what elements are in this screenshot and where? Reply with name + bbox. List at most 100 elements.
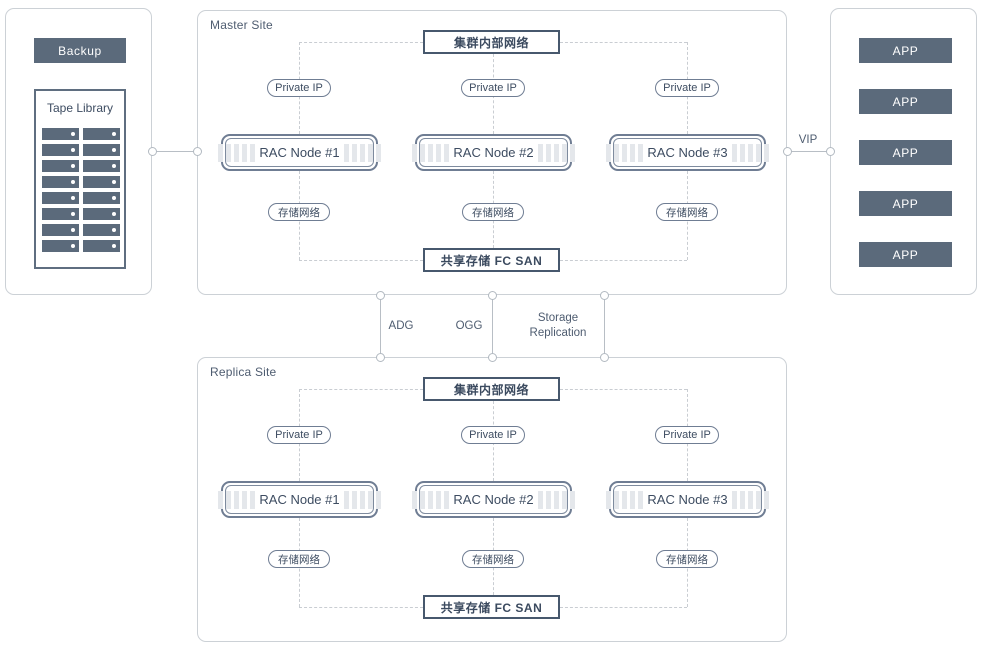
storage-network-label: 存储网络	[472, 553, 514, 566]
rac-node-chassis: RAC Node #3	[606, 485, 769, 514]
private-ip-pill: Private IP	[655, 426, 719, 444]
private-ip-pill: Private IP	[461, 426, 525, 444]
app-box: APP	[859, 140, 952, 165]
tape-slot-led-icon	[112, 148, 116, 152]
storage-network-label: 存储网络	[666, 553, 708, 566]
storage-replication-label: Storage Replication	[529, 312, 587, 339]
app-box: APP	[859, 242, 952, 267]
dashed-line	[299, 389, 423, 390]
server-vents-icon	[218, 143, 256, 162]
backup-link-line	[152, 151, 197, 152]
tape-slot-led-icon	[112, 180, 116, 184]
app-label: APP	[892, 43, 919, 58]
server-vents-icon	[731, 143, 769, 162]
backup-box: Backup	[34, 38, 126, 63]
tape-slot	[42, 128, 79, 140]
rac-node: RAC Node #2	[412, 134, 575, 171]
storage-network-pill: 存储网络	[268, 203, 330, 221]
app-box: APP	[859, 89, 952, 114]
tape-slot	[83, 192, 120, 204]
master-site-title: Master Site	[210, 18, 273, 32]
rac-node-chassis: RAC Node #1	[218, 485, 381, 514]
rac-node-label: RAC Node #3	[647, 145, 728, 160]
tape-slot-led-icon	[112, 164, 116, 168]
tape-slot	[42, 208, 79, 220]
app-label: APP	[892, 145, 919, 160]
tape-slot	[42, 224, 79, 236]
storage-network-label: 存储网络	[278, 206, 320, 219]
rac-node: RAC Node #3	[606, 134, 769, 171]
storage-network-pill: 存储网络	[462, 550, 524, 568]
private-ip-pill: Private IP	[461, 79, 525, 97]
server-vents-icon	[218, 490, 256, 509]
rac-node-chassis: RAC Node #2	[412, 485, 575, 514]
server-vents-icon	[731, 490, 769, 509]
tape-slot	[83, 128, 120, 140]
connector-node	[488, 353, 497, 362]
shared-storage-label: 共享存储 FC SAN	[440, 253, 543, 268]
private-ip-label: Private IP	[663, 82, 711, 94]
connector-node	[826, 147, 835, 156]
connector-node	[600, 353, 609, 362]
shared-storage-label: 共享存储 FC SAN	[440, 600, 543, 615]
tape-slot-led-icon	[71, 228, 75, 232]
storage-network-pill: 存储网络	[656, 550, 718, 568]
tape-slot-led-icon	[71, 164, 75, 168]
connector-node	[783, 147, 792, 156]
storage-network-pill: 存储网络	[462, 203, 524, 221]
private-ip-pill: Private IP	[267, 426, 331, 444]
server-vents-icon	[606, 490, 644, 509]
vip-label: VIP	[798, 134, 818, 146]
tape-slot-led-icon	[112, 212, 116, 216]
rac-node: RAC Node #2	[412, 481, 575, 518]
tape-slot	[83, 176, 120, 188]
tape-slot-led-icon	[71, 212, 75, 216]
private-ip-label: Private IP	[275, 82, 323, 94]
cluster-network-label: 集群内部网络	[453, 382, 529, 397]
shared-storage-box: 共享存储 FC SAN	[423, 248, 560, 272]
rac-node-label: RAC Node #1	[259, 145, 340, 160]
tape-slot-led-icon	[71, 148, 75, 152]
master-site-panel: Master Site 集群内部网络 Private IP Private IP…	[197, 10, 787, 295]
adg-label: ADG	[388, 320, 414, 332]
tape-slot-led-icon	[71, 244, 75, 248]
tape-slot	[83, 208, 120, 220]
tape-slot	[42, 176, 79, 188]
storage-replication-link-line	[604, 295, 605, 357]
rac-node-chassis: RAC Node #1	[218, 138, 381, 167]
private-ip-pill: Private IP	[655, 79, 719, 97]
tape-slot-led-icon	[71, 132, 75, 136]
app-label: APP	[892, 247, 919, 262]
dashed-line	[299, 607, 423, 608]
storage-network-label: 存储网络	[278, 553, 320, 566]
storage-network-pill: 存储网络	[268, 550, 330, 568]
backup-panel: Backup Tape Library	[5, 8, 152, 295]
dashed-line	[299, 42, 423, 43]
tape-slot-led-icon	[112, 132, 116, 136]
private-ip-pill: Private IP	[267, 79, 331, 97]
connector-node	[488, 291, 497, 300]
backup-label: Backup	[58, 43, 102, 58]
server-vents-icon	[412, 490, 450, 509]
private-ip-label: Private IP	[469, 429, 517, 441]
dashed-line	[560, 389, 687, 390]
storage-network-pill: 存储网络	[656, 203, 718, 221]
rac-node-label: RAC Node #2	[453, 145, 534, 160]
ogg-label: OGG	[455, 320, 483, 332]
connector-node	[600, 291, 609, 300]
shared-storage-box: 共享存储 FC SAN	[423, 595, 560, 619]
server-vents-icon	[343, 143, 381, 162]
rac-node: RAC Node #1	[218, 481, 381, 518]
tape-slot-led-icon	[112, 244, 116, 248]
app-label: APP	[892, 196, 919, 211]
dashed-line	[560, 607, 687, 608]
private-ip-label: Private IP	[275, 429, 323, 441]
server-vents-icon	[412, 143, 450, 162]
connector-node	[193, 147, 202, 156]
replica-site-panel: Replica Site 集群内部网络 Private IP Private I…	[197, 357, 787, 642]
replica-site-title: Replica Site	[210, 365, 277, 379]
app-box: APP	[859, 38, 952, 63]
adg-link-line	[380, 295, 381, 357]
rac-node-label: RAC Node #1	[259, 492, 340, 507]
